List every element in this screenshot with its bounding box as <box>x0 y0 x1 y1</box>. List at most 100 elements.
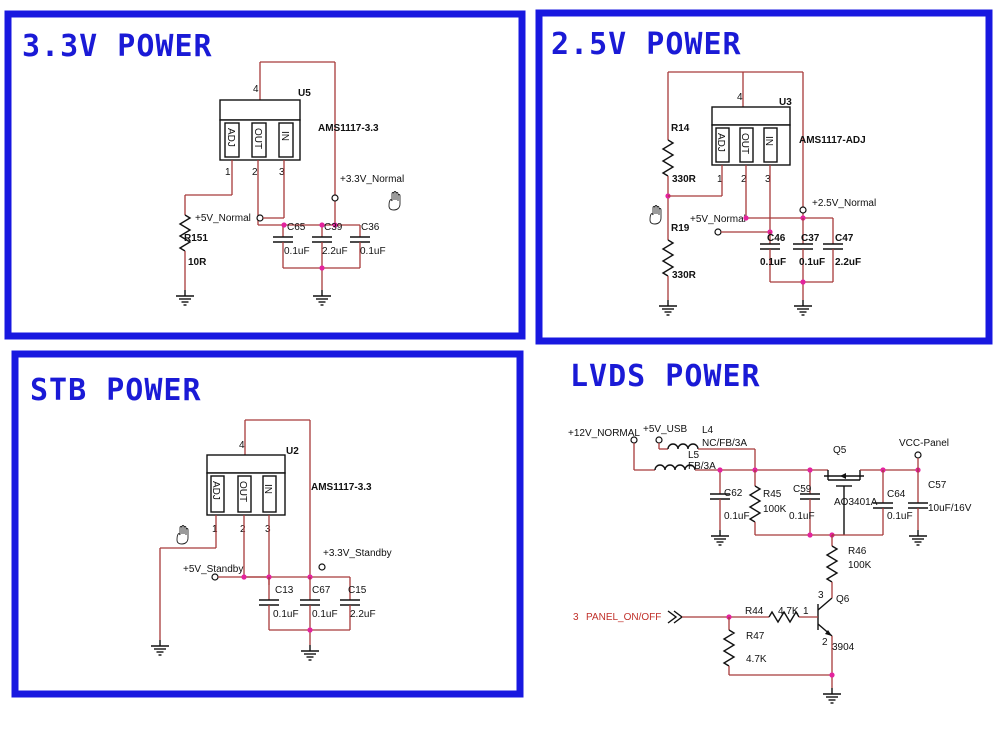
c59-value: 0.1uF <box>789 511 815 522</box>
c37-value: 0.1uF <box>799 257 825 268</box>
title-2v5-power: 2.5V POWER <box>551 27 742 62</box>
u5-net-in: +5V_Normal <box>195 213 251 224</box>
port-5v-usb <box>655 436 663 444</box>
q6-pin3: 3 <box>818 590 824 601</box>
panel-stb <box>11 350 524 698</box>
u2-pin4: 4 <box>239 440 245 451</box>
regulator-u5: ADJ OUT IN 4 1 2 3 U5 AMS1117-3.3 <box>219 61 379 225</box>
u2-net-out: +3.3V_Standby <box>323 548 392 559</box>
u2-pin2: 2 <box>240 524 246 535</box>
resistor-r47 <box>722 629 736 667</box>
title-stb-power: STB POWER <box>30 373 202 408</box>
hand-cursor-icon-3 <box>176 525 189 545</box>
cap-c39 <box>311 236 333 243</box>
u2-pin3: 3 <box>265 524 271 535</box>
resistor-r151 <box>178 214 192 252</box>
r44-ref: R44 <box>745 606 764 617</box>
port-3v3-normal <box>331 194 339 202</box>
c59-ref: C59 <box>793 484 812 495</box>
u5-pin1: 1 <box>225 167 231 178</box>
u5-pin3: 3 <box>279 167 285 178</box>
c39-value: 2.2uF <box>322 246 348 257</box>
l5-ref: L5 <box>688 450 700 461</box>
u3-adj-label: ADJ <box>715 133 726 152</box>
cap-c67 <box>299 599 321 606</box>
r47-value: 4.7K <box>746 654 767 665</box>
r46-ref: R46 <box>848 546 867 557</box>
cap-c57 <box>907 502 929 509</box>
hand-cursor-icon <box>388 191 401 211</box>
r14-value: 330R <box>672 174 697 185</box>
q6-ref: Q6 <box>836 594 850 605</box>
c13-value: 0.1uF <box>273 609 299 620</box>
c46-value: 0.1uF <box>760 257 786 268</box>
c37-ref: C37 <box>801 233 820 244</box>
c39-ref: C39 <box>324 222 343 233</box>
u2-adj-label: ADJ <box>210 481 221 500</box>
u2-out-label: OUT <box>237 481 248 502</box>
u3-ref: U3 <box>779 97 792 108</box>
c15-value: 2.2uF <box>350 609 376 620</box>
u3-out-label: OUT <box>739 133 750 154</box>
c67-value: 0.1uF <box>312 609 338 620</box>
ctrl-pin-number: 3 <box>573 612 579 623</box>
port-5v-normal-u3 <box>714 228 722 236</box>
mosfet-q5 <box>824 470 864 536</box>
l4-value: NC/FB/3A <box>702 438 747 449</box>
u5-out-label: OUT <box>252 128 263 149</box>
u5-ref: U5 <box>298 88 311 99</box>
r44-value: 4.7K <box>778 606 799 617</box>
c13-ref: C13 <box>275 585 294 596</box>
regulator-u2: ADJ OUT IN 4 1 2 3 U2 AMS1117-3.3 <box>206 419 372 577</box>
u3-pin1: 1 <box>717 174 723 185</box>
c36-ref: C36 <box>361 222 380 233</box>
u3-net-in: +5V_Normal <box>690 214 746 225</box>
c67-ref: C67 <box>312 585 331 596</box>
c47-ref: C47 <box>835 233 854 244</box>
r47-ref: R47 <box>746 631 765 642</box>
lvds-net-12v: +12V_NORMAL <box>568 428 640 439</box>
c46-ref: C46 <box>767 233 786 244</box>
cap-c13 <box>258 599 280 606</box>
r151-value: 10R <box>188 257 207 268</box>
u3-part: AMS1117-ADJ <box>799 135 866 146</box>
port-2v5-normal <box>799 206 807 214</box>
u5-pin4: 4 <box>253 84 259 95</box>
c36-value: 0.1uF <box>360 246 386 257</box>
cap-c37 <box>792 243 814 250</box>
u3-pin4: 4 <box>737 92 743 103</box>
l4-ref: L4 <box>702 425 714 436</box>
q6-value: 3904 <box>832 642 855 653</box>
u2-pin1: 1 <box>212 524 218 535</box>
u5-pin2: 2 <box>252 167 258 178</box>
c57-value: 10uF/16V <box>928 503 972 514</box>
resistor-r14 <box>661 139 675 177</box>
c62-value: 0.1uF <box>724 511 750 522</box>
cap-c15 <box>339 599 361 606</box>
resistor-r46 <box>825 545 839 583</box>
port-12v-normal <box>630 436 638 444</box>
c65-ref: C65 <box>287 222 306 233</box>
c64-value: 0.1uF <box>887 511 913 522</box>
r45-value: 100K <box>763 504 787 515</box>
cap-c65 <box>272 236 294 243</box>
title-lvds-power: LVDS POWER <box>570 359 761 394</box>
u2-part: AMS1117-3.3 <box>311 482 372 493</box>
u3-pin3: 3 <box>765 174 771 185</box>
r45-ref: R45 <box>763 489 782 500</box>
r19-value: 330R <box>672 270 697 281</box>
u2-net-in: +5V_Standby <box>183 564 243 575</box>
c62-ref: C62 <box>724 488 743 499</box>
cap-c46 <box>759 243 781 250</box>
port-vcc-panel <box>914 451 922 459</box>
resistor-r19 <box>661 239 675 277</box>
cap-c36 <box>349 236 371 243</box>
u5-part: AMS1117-3.3 <box>318 123 379 134</box>
r151-ref: R151 <box>184 233 208 244</box>
inductor-l4 <box>667 443 699 450</box>
cap-c47 <box>822 243 844 250</box>
q6-pin1: 1 <box>803 606 809 617</box>
u3-net-out: +2.5V_Normal <box>812 198 876 209</box>
lvds-net-vcc: VCC-Panel <box>899 438 949 449</box>
